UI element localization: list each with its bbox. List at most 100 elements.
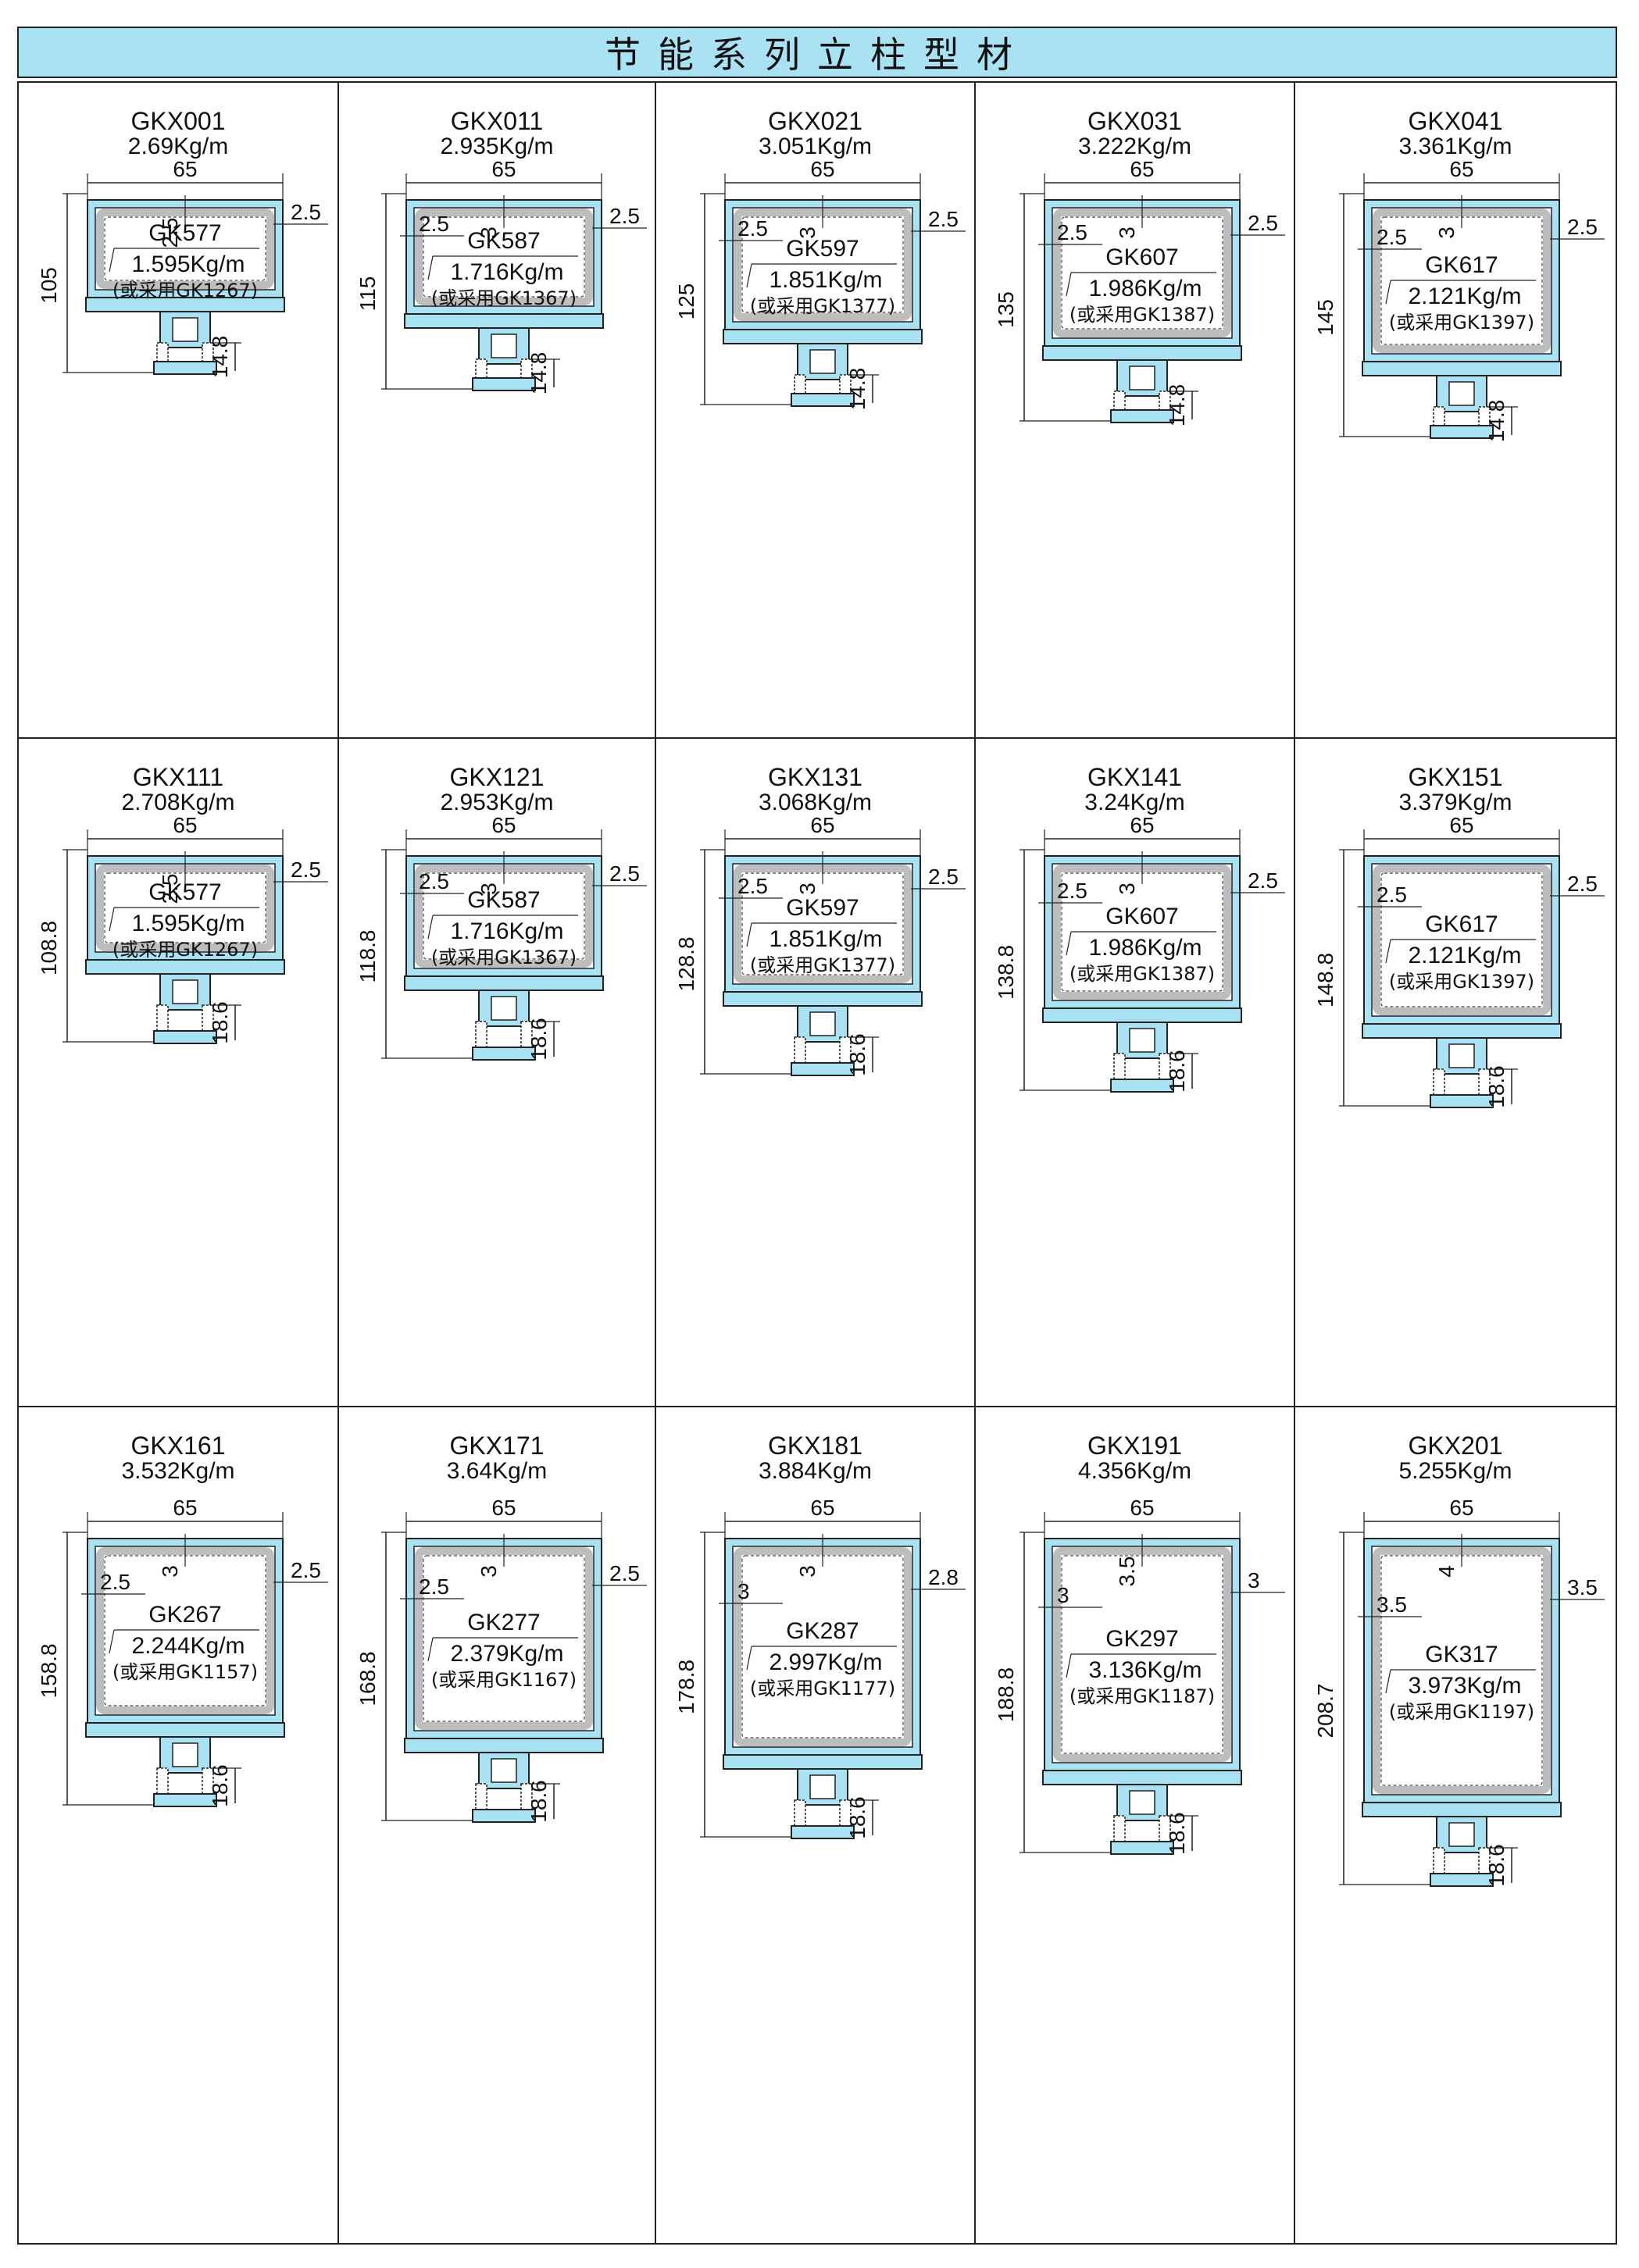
top-wall-dimension: 3 (1115, 883, 1139, 895)
profile-weight: 3.361Kg/m (1398, 134, 1512, 159)
core-code: GK277 (467, 1610, 540, 1635)
profile-foot (472, 1047, 536, 1061)
profile-flange (404, 975, 604, 991)
core-weight: 1.716Kg/m (450, 918, 563, 944)
page-title-text: 节能系列立柱型材 (605, 34, 1030, 76)
height-dimension: 128.8 (674, 936, 698, 991)
width-dimension: 65 (491, 1496, 516, 1520)
profile-drawing: 65208.718.643.53.5GK3173.973Kg/m(或采用GK11… (1313, 1496, 1605, 1887)
foot-dimension: 14.8 (527, 352, 551, 395)
width-dimension: 65 (491, 157, 516, 181)
top-wall-dimension: 3 (795, 1565, 820, 1578)
profile-foot (791, 1062, 855, 1076)
left-wall-dimension: 2.5 (737, 216, 768, 241)
right-wall-dimension: 2.5 (928, 865, 959, 889)
profile-code: GKX201 (1408, 1432, 1503, 1460)
core-alternative: (或采用GK1387) (1069, 304, 1215, 326)
profile-weight: 2.953Kg/m (440, 790, 554, 815)
foot-dimension: 14.8 (845, 368, 869, 411)
profile-flange (723, 1754, 923, 1770)
height-dimension: 115 (355, 276, 380, 312)
right-wall-dimension: 2.5 (609, 1561, 640, 1585)
core-alternative: (或采用GK1177) (750, 1678, 895, 1699)
insulation-core (1373, 865, 1551, 1015)
core-code: GK607 (1105, 904, 1178, 929)
profile-weight: 2.935Kg/m (440, 134, 554, 159)
profile-code: GKX001 (130, 107, 226, 135)
right-wall-dimension: 2.5 (609, 861, 640, 886)
right-wall-dimension: 2.8 (928, 1565, 959, 1589)
profile-foot (153, 1793, 217, 1807)
height-dimension: 178.8 (674, 1660, 698, 1714)
core-weight: 1.986Kg/m (1088, 276, 1202, 301)
core-code: GK297 (1105, 1626, 1178, 1652)
top-wall-dimension: 3 (477, 226, 501, 239)
foot-dimension: 14.8 (1165, 384, 1189, 427)
height-dimension: 158.8 (37, 1643, 61, 1698)
top-wall-dimension: 3 (1434, 226, 1459, 239)
core-code: GK267 (148, 1602, 221, 1628)
left-wall-dimension: 2.5 (1057, 220, 1087, 244)
core-code: GK577 (148, 879, 221, 905)
profile-code: GKX131 (768, 763, 862, 791)
height-dimension: 108.8 (37, 921, 61, 975)
width-dimension: 65 (1449, 813, 1473, 837)
core-weight: 1.595Kg/m (131, 911, 245, 936)
profile-flange (404, 313, 604, 329)
core-weight: 1.716Kg/m (450, 259, 563, 285)
profile-flange (1362, 1023, 1562, 1039)
core-weight: 2.997Kg/m (769, 1649, 882, 1675)
core-weight: 2.244Kg/m (131, 1633, 245, 1659)
core-alternative: (或采用GK1377) (750, 295, 895, 317)
profile-weight: 3.051Kg/m (758, 134, 873, 159)
profile-drawing: 65188.818.63.533GK2973.136Kg/m(或采用GK1187… (994, 1496, 1285, 1855)
right-wall-dimension: 3.5 (1567, 1575, 1598, 1599)
foot-dimension: 14.8 (1484, 400, 1509, 443)
height-dimension: 168.8 (355, 1651, 380, 1706)
core-code: GK617 (1425, 252, 1498, 278)
profile-foot (1110, 1079, 1174, 1093)
foot-dimension: 18.6 (845, 1033, 869, 1076)
profile-code: GKX191 (1087, 1432, 1182, 1460)
core-weight: 2.121Kg/m (1408, 284, 1521, 309)
foot-dimension: 14.8 (208, 336, 232, 379)
foot-dimension: 18.6 (1484, 1844, 1509, 1887)
core-alternative: (或采用GK1397) (1389, 971, 1534, 993)
profile-flange (723, 329, 923, 344)
profile-code: GKX111 (132, 763, 224, 791)
top-wall-dimension: 3 (1115, 226, 1139, 239)
core-alternative: (或采用GK1367) (431, 947, 577, 968)
core-code: GK587 (467, 887, 540, 913)
profile-foot (1430, 1094, 1494, 1108)
foot-dimension: 18.6 (845, 1796, 869, 1839)
width-dimension: 65 (810, 1496, 834, 1520)
core-weight: 2.121Kg/m (1408, 943, 1521, 968)
top-wall-dimension: 3 (477, 883, 501, 895)
left-wall-dimension: 2.5 (419, 869, 449, 893)
width-dimension: 65 (173, 1496, 197, 1520)
foot-dimension: 18.6 (1165, 1050, 1189, 1093)
right-wall-dimension: 2.5 (928, 207, 959, 231)
right-wall-dimension: 2.5 (1248, 211, 1278, 235)
left-wall-dimension: 3 (1057, 1583, 1069, 1607)
top-wall-dimension: 3 (477, 1565, 501, 1578)
right-wall-dimension: 3 (1248, 1568, 1260, 1592)
core-code: GK597 (786, 236, 859, 262)
foot-dimension: 18.6 (527, 1780, 551, 1823)
core-alternative: (或采用GK1167) (431, 1669, 577, 1691)
left-wall-dimension: 2.5 (1057, 879, 1087, 903)
